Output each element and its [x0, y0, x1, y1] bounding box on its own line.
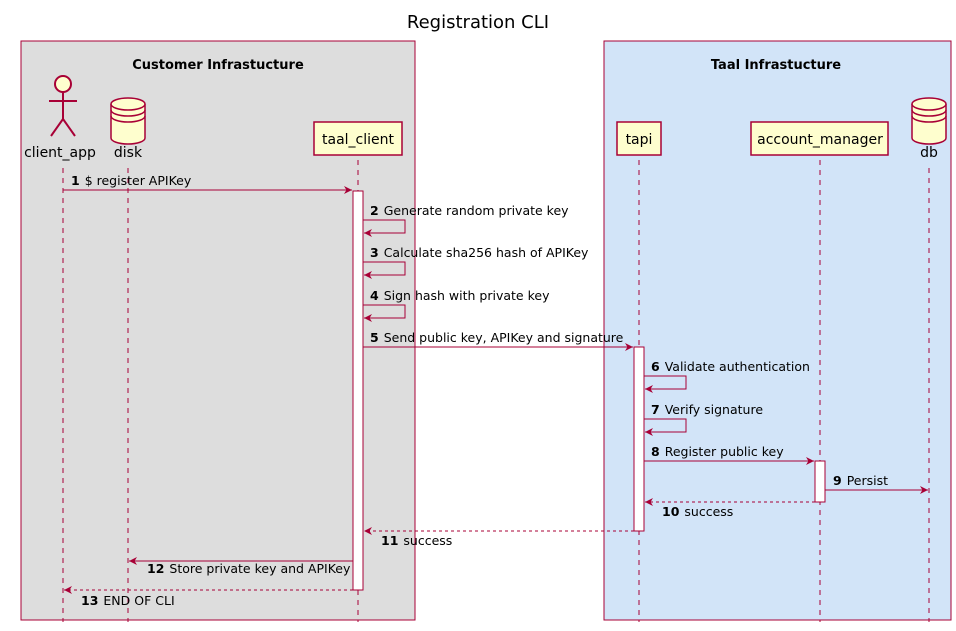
message-1: 1 $ register APIKey [63, 173, 352, 194]
participant-tapi: tapi [616, 121, 662, 156]
message-13: 13 END OF CLI [64, 586, 353, 608]
message-6: 6 Validate authentication [644, 359, 810, 393]
box-taal-title: Taal Infrastucture [711, 58, 841, 73]
message-13-number: 13 [81, 593, 98, 608]
message-3-text: Calculate sha256 hash of APIKey [384, 245, 589, 260]
participant-client-app-label: client_app [24, 145, 96, 161]
message-6-number: 6 [651, 359, 660, 374]
participant-account-manager: account_manager [750, 121, 889, 156]
participant-disk: disk [110, 97, 146, 161]
participant-account-manager-label: account_manager [757, 132, 883, 148]
message-5: 5 Send public key, APIKey and signature [363, 330, 633, 351]
participant-taal-client: taal_client [313, 121, 403, 156]
message-1-number: 1 [71, 173, 80, 188]
message-13-text: END OF CLI [103, 593, 174, 608]
message-12-text: Store private key and APIKey [169, 561, 351, 576]
message-5-text: Send public key, APIKey and signature [384, 330, 624, 345]
message-3-number: 3 [370, 245, 379, 260]
participant-client-app: client_app [24, 75, 96, 161]
message-8-number: 8 [651, 444, 660, 459]
message-8-text: Register public key [665, 444, 785, 459]
message-2-text: Generate random private key [384, 203, 569, 218]
message-7: 7 Verify signature [644, 402, 763, 436]
message-9-text: Persist [847, 473, 888, 488]
participant-db-label: db [920, 145, 938, 161]
message-10-number: 10 [662, 504, 680, 519]
participant-disk-label: disk [114, 145, 143, 161]
message-3: 3 Calculate sha256 hash of APIKey [363, 245, 589, 279]
activation-taal-client [352, 190, 364, 591]
participant-taal-client-label: taal_client [322, 132, 395, 148]
message-9-number: 9 [833, 473, 842, 488]
message-10: 10 success [645, 498, 815, 519]
message-2: 2 Generate random private key [363, 203, 569, 237]
message-10-text: success [684, 504, 733, 519]
database-icon [911, 97, 947, 145]
message-6-text: Validate authentication [665, 359, 810, 374]
message-12-number: 12 [147, 561, 164, 576]
message-1-text: $ register APIKey [85, 173, 192, 188]
message-4-number: 4 [370, 288, 379, 303]
activation-tapi [633, 346, 645, 532]
message-7-text: Verify signature [665, 402, 764, 417]
message-4: 4 Sign hash with private key [363, 288, 550, 322]
message-11-number: 11 [381, 533, 398, 548]
message-9: 9 Persist [825, 473, 928, 494]
message-12: 12 Store private key and APIKey [129, 557, 353, 576]
svg-text:1$ register APIKey: 1 $ register APIKey [71, 173, 192, 188]
participant-tapi-label: tapi [626, 132, 653, 148]
actor-icon [49, 75, 77, 137]
message-4-text: Sign hash with private key [384, 288, 550, 303]
message-7-number: 7 [651, 402, 660, 417]
participant-db: db [911, 97, 947, 161]
activation-account-manager [814, 460, 826, 503]
message-11-text: success [403, 533, 452, 548]
message-5-number: 5 [370, 330, 379, 345]
diagram-title: Registration CLI [407, 12, 549, 33]
message-2-number: 2 [370, 203, 379, 218]
message-11: 11 success [364, 527, 634, 548]
box-customer-title: Customer Infrastucture [132, 58, 304, 73]
message-8: 8 Register public key [644, 444, 814, 465]
database-icon [110, 97, 146, 145]
